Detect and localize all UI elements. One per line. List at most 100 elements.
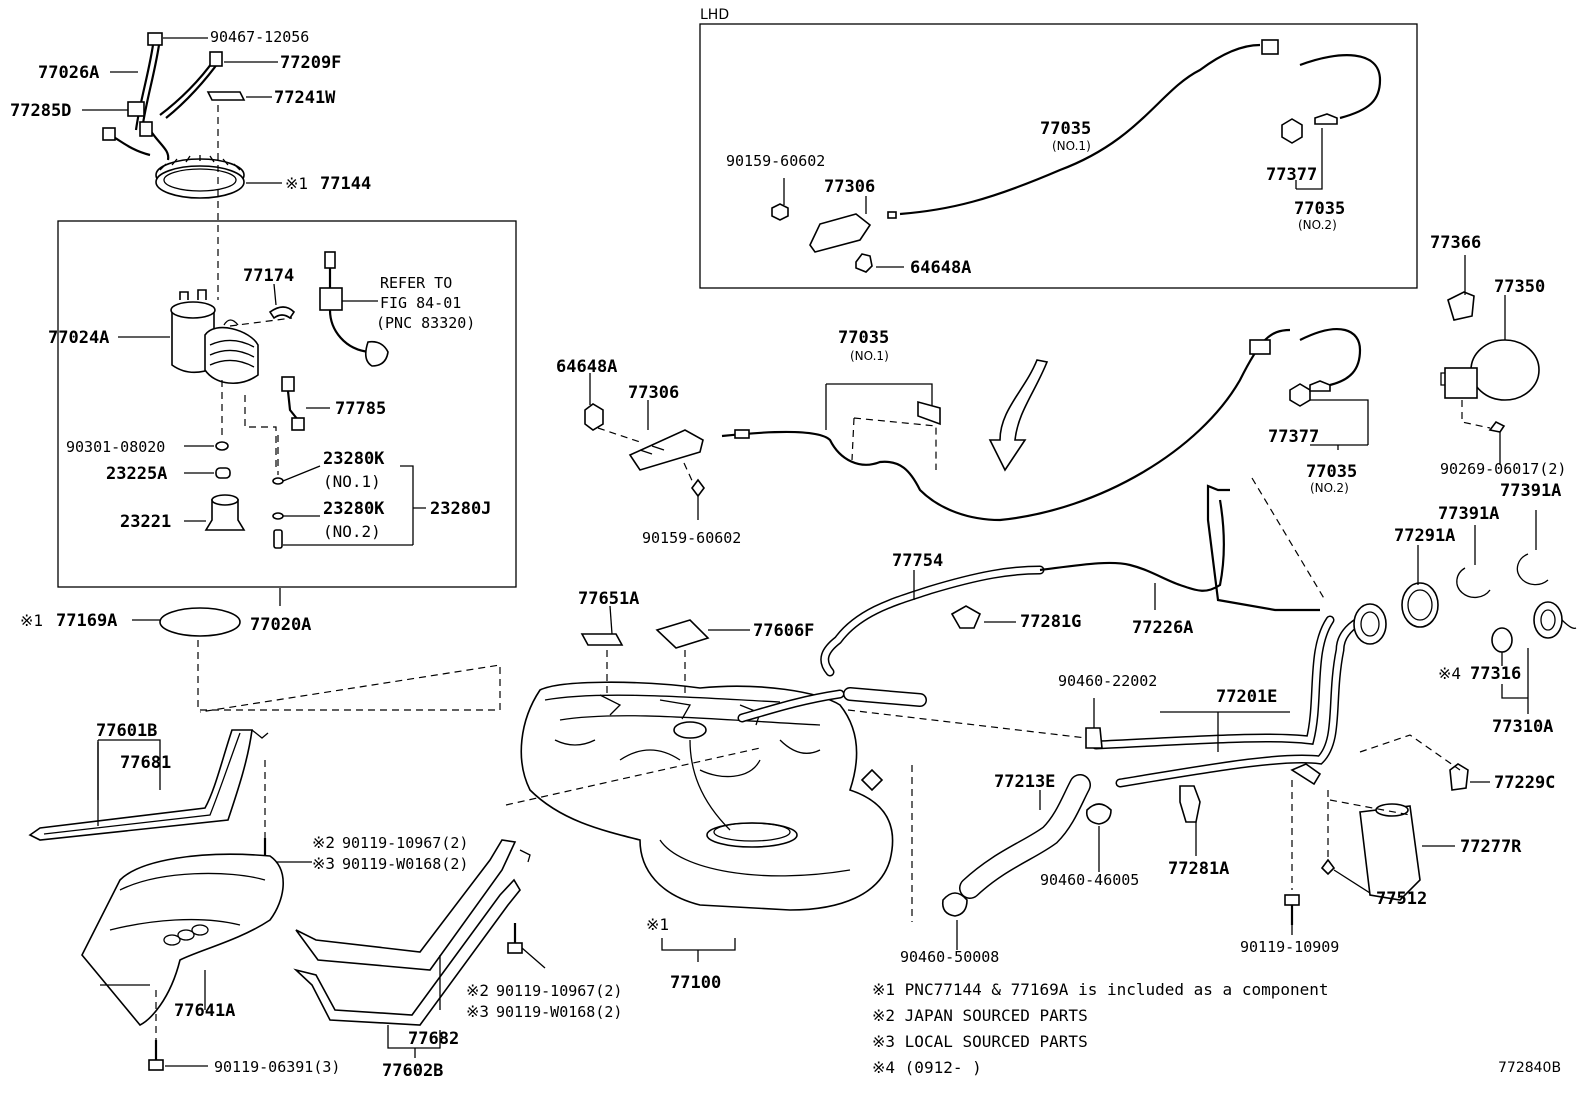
label-77026a: 77026A bbox=[38, 63, 99, 83]
label-77285d: 77285D bbox=[10, 101, 71, 121]
label-77226a: 77226A bbox=[1132, 618, 1193, 638]
label-77391a-a: 77391A bbox=[1438, 504, 1499, 524]
label-77035-b: 77035 bbox=[1306, 462, 1357, 482]
protector-77641a bbox=[81, 853, 284, 1027]
retainer-ring-77144 bbox=[155, 155, 245, 199]
clip-77241w bbox=[206, 91, 246, 101]
gasket-77291a bbox=[1401, 582, 1439, 628]
label-77024a: 77024A bbox=[48, 328, 109, 348]
direction-arrow bbox=[988, 359, 1049, 472]
label-90301-08020: 90301-08020 bbox=[66, 438, 165, 456]
mark-3-a: ※3 bbox=[312, 854, 335, 873]
label-23280k-2: 23280K bbox=[323, 499, 385, 519]
mark-77169a: ※1 bbox=[20, 611, 43, 630]
clamp-77281a bbox=[1179, 785, 1201, 823]
o-ring-90301 bbox=[215, 441, 229, 451]
label-77281a: 77281A bbox=[1168, 859, 1229, 879]
ring-77391a-b bbox=[1516, 553, 1549, 586]
cushion-23225a bbox=[215, 467, 231, 479]
label-90460-22002: 90460-22002 bbox=[1058, 672, 1157, 690]
label-77281g: 77281G bbox=[1020, 612, 1081, 632]
label-77100: 77100 bbox=[670, 973, 721, 993]
label-90269-06017: 90269-06017(2) bbox=[1440, 460, 1566, 478]
pad-77651a bbox=[580, 633, 624, 646]
label-23280k-1: 23280K bbox=[323, 449, 385, 469]
clamp-77281g bbox=[950, 605, 982, 629]
fuel-pump-assembly-box bbox=[57, 220, 517, 588]
label-77201e: 77201E bbox=[1216, 687, 1277, 707]
sender-gauge-wire bbox=[319, 251, 389, 367]
label-77366: 77366 bbox=[1430, 233, 1481, 253]
footnote-3: ※3 LOCAL SOURCED PARTS bbox=[872, 1032, 1088, 1051]
ring-77316 bbox=[1491, 627, 1513, 653]
tank-band-77602b bbox=[293, 839, 531, 1026]
fuel-opener-lever-77306 bbox=[584, 403, 705, 498]
label-77641a: 77641A bbox=[174, 1001, 235, 1021]
label-77035-d: 77035 bbox=[1294, 199, 1345, 219]
label-no1-b: (NO.1) bbox=[850, 349, 889, 363]
label-77035-a: 77035 bbox=[838, 328, 889, 348]
lhd-cable bbox=[771, 39, 1382, 273]
bolt-90119-10909 bbox=[1284, 894, 1300, 925]
label-77601b: 77601B bbox=[96, 721, 157, 741]
label-90119-10909: 90119-10909 bbox=[1240, 938, 1339, 956]
label-no1-a: (NO.1) bbox=[323, 472, 381, 491]
mark-77144: ※1 bbox=[285, 174, 308, 193]
label-77277r: 77277R bbox=[1460, 837, 1522, 857]
label-23221: 23221 bbox=[120, 512, 171, 532]
label-90119-w0168-a: 90119-W0168(2) bbox=[342, 855, 468, 873]
label-90460-46005: 90460-46005 bbox=[1040, 871, 1139, 889]
label-no2-c: (NO.2) bbox=[1298, 218, 1337, 232]
label-77306-b: 77306 bbox=[824, 177, 875, 197]
label-77229c: 77229C bbox=[1494, 773, 1555, 793]
footnote-4: ※4 (0912- ) bbox=[872, 1058, 982, 1077]
label-no2-a: (NO.2) bbox=[323, 522, 381, 541]
fuel-lid-77350 bbox=[1440, 291, 1540, 433]
label-77651a: 77651A bbox=[578, 589, 639, 609]
label-no1-c: (NO.1) bbox=[1052, 139, 1091, 153]
lhd-inset-box bbox=[699, 23, 1418, 289]
figure-id: 772840B bbox=[1498, 1060, 1561, 1076]
bolt-90119-10967-b bbox=[507, 923, 523, 954]
label-90467-12056: 90467-12056 bbox=[210, 28, 309, 46]
label-77377-a: 77377 bbox=[1268, 427, 1319, 447]
label-23225a: 23225A bbox=[106, 464, 167, 484]
footnotes: ※1 PNC77144 & 77169A is included as a co… bbox=[872, 980, 1329, 1077]
label-77213e: 77213E bbox=[994, 772, 1055, 792]
mark-2-a: ※2 bbox=[312, 833, 335, 852]
refer-line-1: REFER TO bbox=[380, 274, 452, 292]
label-77377-b: 77377 bbox=[1266, 165, 1317, 185]
label-77754: 77754 bbox=[892, 551, 943, 571]
label-23280j: 23280J bbox=[430, 499, 491, 519]
label-77512: 77512 bbox=[1376, 889, 1427, 909]
label-77602b: 77602B bbox=[382, 1061, 443, 1081]
footnote-2: ※2 JAPAN SOURCED PARTS bbox=[872, 1006, 1088, 1025]
label-77291a: 77291A bbox=[1394, 526, 1455, 546]
footnote-1: ※1 PNC77144 & 77169A is included as a co… bbox=[872, 980, 1329, 999]
label-77682: 77682 bbox=[408, 1029, 459, 1049]
label-77391a-b: 77391A bbox=[1500, 481, 1561, 501]
label-77606f: 77606F bbox=[753, 621, 814, 641]
label-no2-b: (NO.2) bbox=[1310, 481, 1349, 495]
label-90119-w0168-b: 90119-W0168(2) bbox=[496, 1003, 622, 1021]
mark-3-b: ※3 bbox=[466, 1002, 489, 1021]
clip-90460-22002 bbox=[1085, 727, 1103, 749]
label-64648a-a: 64648A bbox=[556, 357, 617, 377]
label-77144: 77144 bbox=[320, 174, 371, 194]
bolt-90119-06391 bbox=[148, 1040, 164, 1071]
tank-band-77601b bbox=[28, 729, 269, 841]
fuel-tank-77100 bbox=[520, 681, 927, 911]
label-77035-c: 77035 bbox=[1040, 119, 1091, 139]
hose-77213e bbox=[959, 774, 1091, 899]
fuel-inlet-pipe-77201e bbox=[1091, 603, 1387, 788]
clip-77512 bbox=[1320, 858, 1336, 876]
label-90159-60602-b: 90159-60602 bbox=[726, 152, 825, 170]
protector-77277r bbox=[1359, 805, 1421, 901]
mark-4: ※4 bbox=[1438, 664, 1461, 683]
label-77350: 77350 bbox=[1494, 277, 1545, 297]
label-77169a: 77169A bbox=[56, 611, 117, 631]
label-90119-10967-a: 90119-10967(2) bbox=[342, 834, 468, 852]
protector-77606f bbox=[655, 619, 710, 649]
label-77785: 77785 bbox=[335, 399, 386, 419]
